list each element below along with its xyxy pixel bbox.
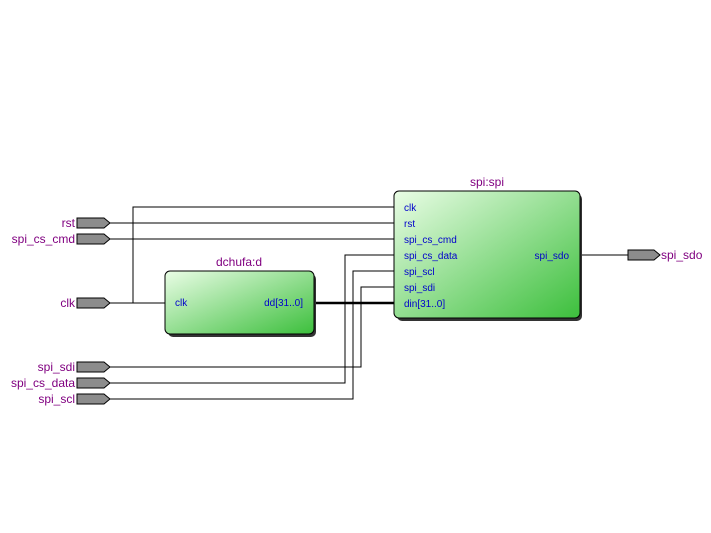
pin-label-spi-sdi: spi_sdi — [404, 283, 435, 294]
pin-label-spi-cs-cmd: spi_cs_cmd — [404, 235, 457, 246]
pin-label-spi-din: din[31..0] — [404, 299, 445, 310]
input-pin-icon — [76, 217, 111, 229]
block-dchufa[interactable]: dchufa:d clk dd[31..0] — [164, 255, 316, 337]
input-pin-icon — [76, 233, 111, 245]
input-pin-icon — [76, 297, 111, 309]
output-pin-icon — [627, 249, 661, 261]
pin-label-spi-cs-data: spi_cs_data — [404, 251, 458, 262]
input-pin-icon — [76, 361, 111, 373]
port-spi-sdi[interactable]: spi_sdi — [38, 360, 111, 374]
wire-spi-scl — [110, 270, 394, 400]
port-label-spi-sdi: spi_sdi — [38, 360, 75, 374]
wire-clk — [110, 206, 394, 304]
pin-label-dchufa-clk: clk — [175, 298, 188, 309]
port-label-spi-scl: spi_scl — [38, 392, 75, 406]
pin-label-spi-scl: spi_scl — [404, 267, 435, 278]
port-label-spi-sdo: spi_sdo — [661, 248, 703, 262]
port-spi-cs-cmd[interactable]: spi_cs_cmd — [12, 232, 111, 246]
pin-label-spi-clk: clk — [404, 203, 417, 214]
port-label-rst: rst — [62, 216, 76, 230]
wire-spi-sdi — [110, 286, 394, 368]
block-spi[interactable]: spi:spi clk rst spi_cs_cmd spi_cs_data s… — [393, 175, 582, 321]
pin-label-spi-rst: rst — [404, 219, 415, 230]
pin-label-spi-sdo: spi_sdo — [535, 251, 570, 262]
port-label-spi-cs-data: spi_cs_data — [11, 376, 75, 390]
block-dchufa-body — [164, 270, 315, 335]
port-spi-sdo[interactable]: spi_sdo — [627, 248, 703, 262]
block-spi-body — [393, 190, 581, 319]
port-rst[interactable]: rst — [62, 216, 111, 230]
input-pin-icon — [76, 393, 111, 405]
port-spi-scl[interactable]: spi_scl — [38, 392, 111, 406]
pin-label-dchufa-dd: dd[31..0] — [264, 298, 303, 309]
input-pin-icon — [76, 377, 111, 389]
wires — [110, 206, 628, 400]
port-label-clk: clk — [60, 296, 76, 310]
port-clk[interactable]: clk — [60, 296, 111, 310]
port-label-spi-cs-cmd: spi_cs_cmd — [12, 232, 75, 246]
block-title-dchufa: dchufa:d — [216, 255, 262, 269]
block-title-spi: spi:spi — [470, 175, 504, 189]
wire-spi-cs-data — [110, 254, 394, 384]
port-spi-cs-data[interactable]: spi_cs_data — [11, 376, 111, 390]
